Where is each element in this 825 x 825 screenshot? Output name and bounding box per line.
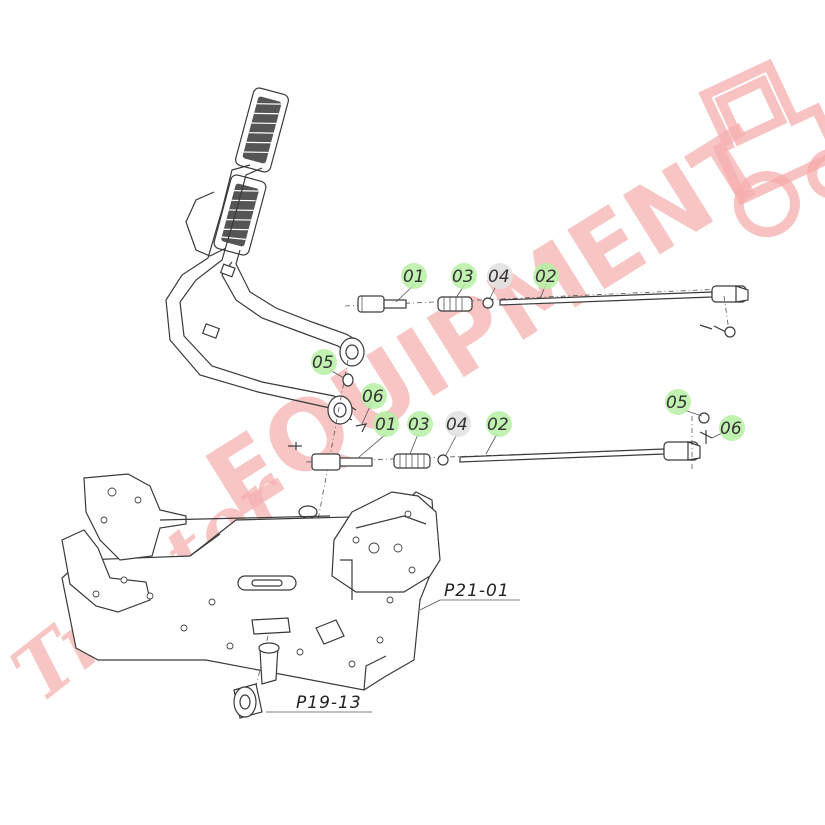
upper-spring-03 (437, 296, 473, 312)
callout-right-05: 05 (666, 393, 688, 413)
pedal-assembly (165, 87, 365, 521)
upper-clevis-01 (357, 295, 407, 313)
upper-nut-04 (482, 297, 494, 309)
lower-clevis-01 (311, 453, 373, 471)
callout-upper-03: 03 (452, 267, 474, 287)
lower-rod-assembly (305, 412, 713, 471)
callout-lower-03: 03 (408, 415, 430, 435)
callout-upper-01: 01 (403, 267, 425, 287)
upper-pedal-pad (235, 87, 289, 173)
callout-lower-02: 02 (487, 415, 509, 435)
tractor-logo-icon (698, 58, 825, 238)
upper-rod-02 (499, 285, 749, 306)
bolt-p19-13 (233, 635, 280, 719)
lower-nut-04 (437, 454, 449, 466)
callout-upper-04: 04 (488, 267, 510, 287)
watermark-brand-text: EQUIPMENT (188, 106, 789, 539)
callout-upper-05: 05 (312, 353, 334, 373)
callout-highlights (311, 263, 745, 441)
upper-pin-parts (288, 373, 368, 450)
callout-right-06: 06 (720, 419, 742, 439)
callout-upper-06: 06 (362, 387, 384, 407)
callout-upper-02: 02 (535, 267, 557, 287)
reference-frame-label: P21-01 (444, 581, 510, 601)
callout-lower-04: 04 (446, 415, 468, 435)
reference-labels: P21-01 P19-13 (296, 581, 510, 713)
frame-p21-01 (61, 473, 441, 691)
reference-bolt-label: P19-13 (296, 693, 362, 713)
upper-rod-assembly (344, 285, 749, 339)
callout-lower-01: 01 (375, 415, 397, 435)
lower-spring-03 (393, 453, 431, 469)
lower-rod-02 (459, 441, 701, 463)
callouts: 01 03 04 02 05 06 01 03 04 02 05 06 (312, 267, 742, 439)
